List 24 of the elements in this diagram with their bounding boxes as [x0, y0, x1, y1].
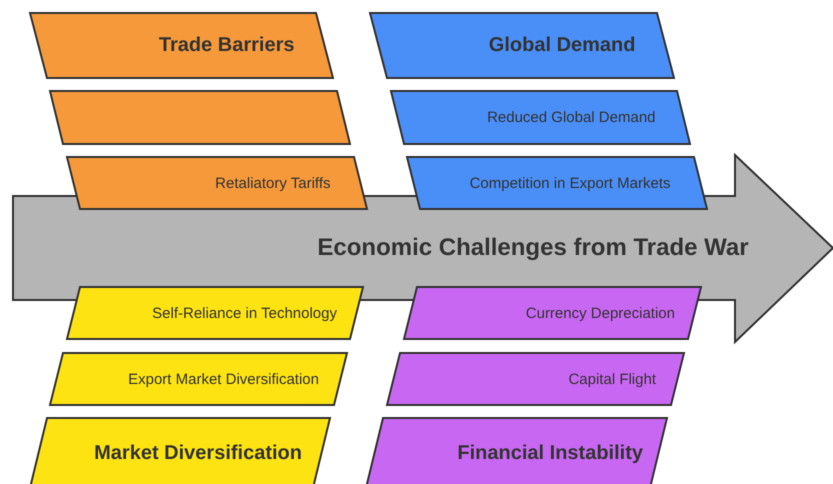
cause-parallelogram	[387, 353, 684, 405]
category-parallelogram	[366, 418, 667, 484]
cause-label: Reduced Global Demand	[486, 108, 656, 128]
category-parallelogram	[370, 13, 674, 78]
cause-parallelogram	[391, 91, 690, 144]
category-heading: Financial Instability	[456, 440, 643, 466]
main-heading: Economic Challenges from Trade War	[316, 233, 750, 263]
cause-parallelogram	[407, 157, 707, 209]
category-parallelogram	[30, 13, 333, 78]
cause-label: Retaliatory Tariffs	[214, 174, 330, 194]
cause-label: Currency Depreciation	[524, 304, 675, 324]
cause-parallelogram	[50, 353, 347, 405]
cause-label: Competition in Export Markets	[468, 174, 670, 194]
cause-label: Export Market Diversification	[127, 370, 319, 390]
category-heading: Trade Barriers	[158, 33, 294, 58]
category-parallelogram	[30, 418, 330, 484]
cause-label: Capital Flight	[567, 370, 656, 390]
category-heading: Market Diversification	[93, 440, 302, 466]
cause-parallelogram	[404, 287, 701, 339]
cause-parallelogram	[67, 157, 367, 209]
cause-parallelogram	[67, 287, 363, 339]
cause-label: Self-Reliance in Technology	[151, 304, 337, 324]
cause-parallelogram	[50, 91, 350, 144]
category-heading: Global Demand	[488, 33, 636, 58]
